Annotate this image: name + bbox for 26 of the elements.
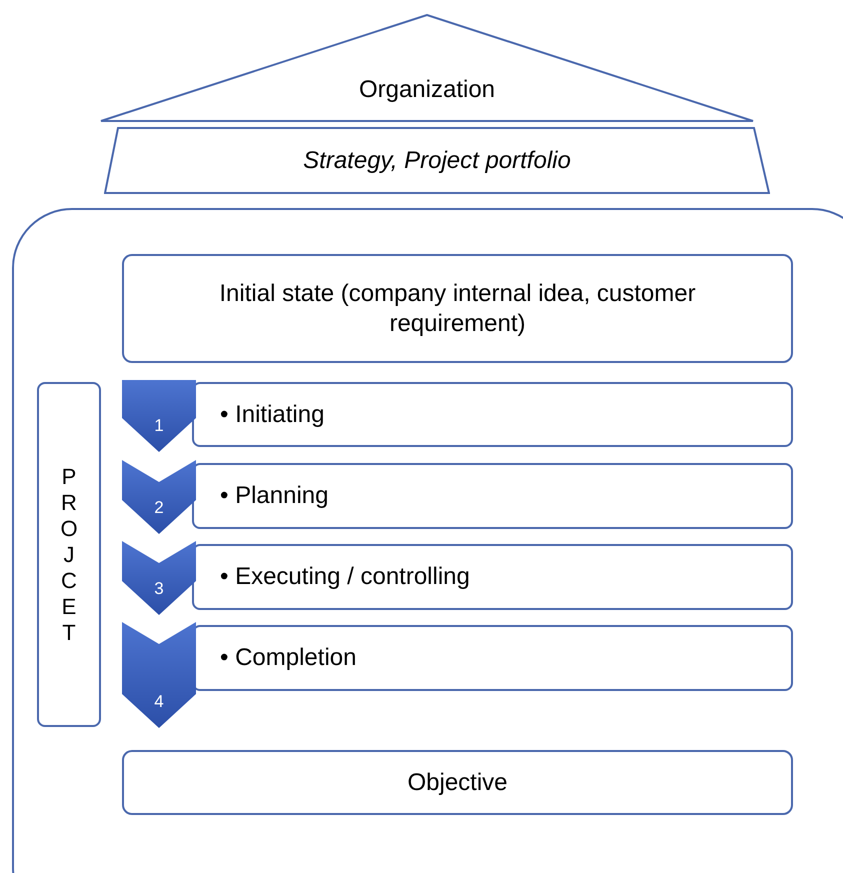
step-number: 1 — [153, 414, 165, 436]
objective-box — [122, 750, 793, 815]
roof-triangle — [100, 14, 754, 122]
vertical-box — [37, 382, 101, 727]
node-text: Initial state (company internal idea, customer requirement) — [218, 278, 697, 338]
step-box — [192, 544, 793, 610]
step-number: 3 — [153, 578, 165, 600]
step-box — [192, 463, 793, 529]
node-text: • Planning — [219, 481, 328, 511]
state-box — [122, 254, 793, 363]
step-number: 2 — [153, 496, 165, 518]
chevron-step — [122, 541, 196, 615]
step-number: 4 — [153, 690, 165, 712]
node-text: • Initiating — [219, 400, 324, 430]
node-text: Organization — [358, 75, 496, 105]
step-box — [192, 382, 793, 447]
chevron-step — [122, 380, 196, 452]
node-text: PROJCET — [59, 464, 79, 646]
chevron-step — [122, 460, 196, 534]
trapezoid-band — [104, 127, 770, 194]
node-text: • Completion — [219, 643, 356, 673]
project-frame — [12, 208, 843, 873]
node-text: • Executing / controlling — [219, 562, 470, 592]
chevron-step — [122, 622, 196, 728]
node-text: Strategy, Project portfolio — [303, 146, 571, 176]
node-text: Objective — [407, 768, 508, 798]
